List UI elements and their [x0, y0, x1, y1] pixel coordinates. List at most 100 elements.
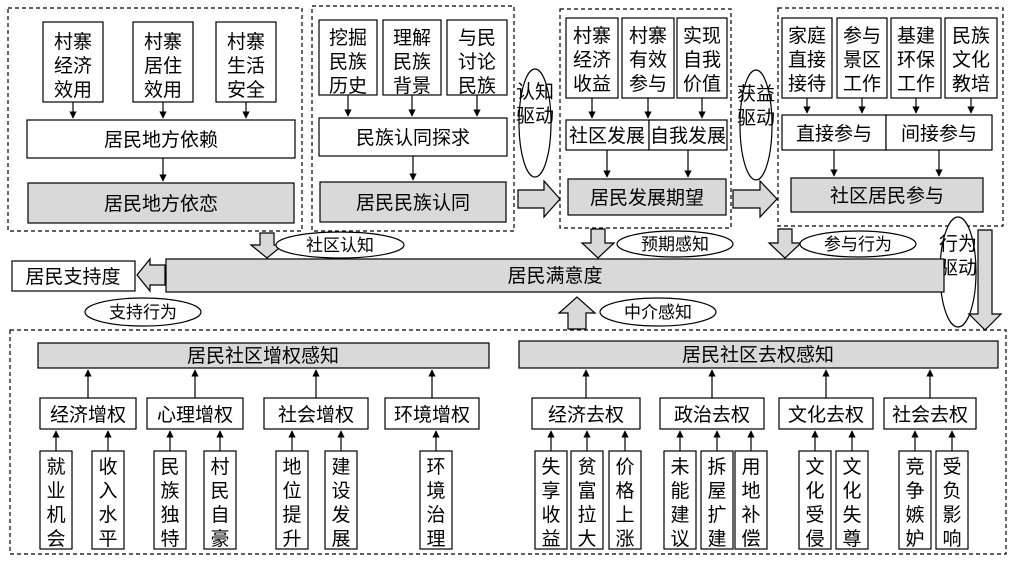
disempowerment-item-text-0-0: 失享收益: [541, 456, 560, 550]
disempowerment-item-box-0-1: [570, 450, 604, 550]
empowerment-item-text-2-1: 建设发展: [331, 456, 350, 550]
arrow-mediating-up: [557, 296, 597, 330]
empowerment-item-text-3-0: 环境治理: [426, 456, 445, 550]
empowerment-item-box-2-0: [275, 450, 309, 550]
mediating-perception-oval: [599, 297, 717, 327]
ethnic-identity-text: 居民民族认同: [356, 192, 470, 214]
cognitive-driver-text: 认知驱动: [516, 81, 554, 127]
empowerment-item-text-1-1: 村民自豪: [210, 456, 229, 550]
place-dependence-text: 居民地方依赖: [104, 129, 218, 151]
discuss-ethnicity-box: [446, 19, 508, 96]
disempowerment-item-box-1-0: [663, 450, 697, 550]
disempowerment-item-box-3-1: [935, 450, 969, 550]
community-participation-text: 社区居民参与: [830, 185, 944, 207]
ethnic-identity-quest-text: 民族认同探求: [356, 127, 470, 149]
development-expectation-text: 居民发展期望: [590, 187, 704, 209]
village-economic-income-box: [565, 17, 619, 99]
participation-behavior-oval: [799, 230, 917, 258]
community-cognition-text: 社区认知: [306, 236, 374, 256]
explore-ethnic-history-text: 挖掘民族历史: [329, 27, 367, 97]
disempowerment-item-box-1-2: [734, 450, 768, 550]
disempowerment-item-text-1-1: 拆屋扩建: [707, 456, 726, 550]
family-direct-reception-box: [781, 17, 833, 99]
indirect-participation-text: 间接参与: [901, 123, 977, 145]
community-cognition-oval: [275, 231, 405, 259]
disempowerment-item-text-2-0: 文化受侵: [805, 456, 824, 550]
discuss-ethnicity-text: 与民讨论民族: [458, 27, 496, 97]
frame-development: [559, 8, 732, 229]
disempowerment-item-box-2-1: [835, 450, 869, 550]
participation-group: 家庭直接接待 参与景区工作 基建环保工作 民族文化教培 直接参与 间接参与 社区…: [781, 17, 998, 213]
support-behavior-oval: [84, 297, 202, 327]
frame-participation: [777, 7, 1004, 227]
community-development-text: 社区发展: [569, 125, 645, 147]
indirect-participation-box: [885, 114, 993, 151]
resident-support-box: [11, 260, 136, 292]
village-economic-income-text: 村寨经济收益: [573, 25, 611, 95]
explore-ethnic-history-box: [318, 19, 378, 96]
arrow-expectation-down: [580, 228, 616, 259]
understand-ethnic-background-text: 理解民族背景: [393, 27, 431, 97]
disempowerment-item-box-3-0: [898, 450, 932, 550]
community-development-box: [565, 119, 650, 151]
village-effective-participation-text: 村寨有效参与: [629, 25, 667, 95]
disempowerment-item-box-0-2: [608, 450, 642, 550]
empowerment-item-text-2-0: 地位提升: [282, 456, 301, 550]
empowerment-item-box-0-1: [91, 450, 125, 550]
empowerment-group-label-3: 环境增权: [394, 404, 470, 426]
disempowerment-group-box-3: [883, 397, 977, 430]
disempowerment-group-label-2: 文化去权: [788, 404, 864, 426]
self-value-text: 实现自我价值: [683, 25, 721, 95]
disempowerment-title-text: 居民社区去权感知: [682, 344, 834, 366]
empowerment-item-text-0-0: 就业机会: [46, 456, 65, 550]
resident-satisfaction-text: 居民满意度: [507, 265, 602, 287]
ethnic-culture-training-text: 民族文化教培: [952, 25, 990, 95]
empowerment-layer: 经济增权就业机会收入水平心理增权民族独特村民自豪社会增权地位提升建设发展环境增权…: [39, 369, 977, 550]
disempowerment-title-box: [518, 340, 999, 369]
disempowerment-group-box-0: [531, 397, 641, 430]
empowerment-group-box-1: [146, 397, 244, 430]
development-expectation-box: [567, 178, 727, 216]
participation-behavior-text: 参与行为: [824, 235, 892, 255]
disempowerment-item-text-0-2: 价格上涨: [615, 456, 634, 550]
empowerment-title-text: 居民社区增权感知: [187, 345, 339, 367]
place-attachment-box: [27, 182, 295, 224]
disempowerment-group-box-1: [659, 397, 765, 430]
empowerment-group-label-1: 心理增权: [157, 404, 233, 426]
ethnic-culture-training-box: [944, 17, 998, 99]
place-attachment-text: 居民地方依恋: [104, 193, 218, 215]
empowerment-title-box: [37, 342, 490, 369]
resident-satisfaction-box: [165, 258, 945, 293]
empowerment-item-text-0-1: 收入水平: [98, 456, 117, 550]
empowerment-group-label-2: 社会增权: [278, 404, 354, 426]
disempowerment-item-box-0-0: [534, 450, 568, 550]
disempowerment-item-text-2-1: 文化失尊: [842, 456, 861, 550]
disempowerment-item-text-0-1: 贫富拉大: [577, 456, 596, 550]
ethnic-identity-quest-box: [318, 117, 508, 157]
resident-support-text: 居民支持度: [25, 266, 120, 288]
self-development-box: [648, 119, 728, 151]
ethnic-identity-box: [319, 181, 507, 223]
frame-ethnic-identity: [311, 5, 515, 232]
behavior-driver-text: 行为驱动: [939, 233, 977, 279]
cognitive-driver-oval: [518, 68, 552, 178]
place-dependence-box: [26, 119, 296, 159]
frame-empowerment: [9, 329, 1007, 555]
disempowerment-group-box-2: [778, 397, 874, 430]
arrow-to-support: [136, 257, 166, 293]
self-development-text: 自我发展: [650, 125, 726, 147]
empowerment-item-box-1-0: [153, 450, 187, 550]
scenic-area-work-text: 参与景区工作: [843, 25, 881, 95]
arrow-behavior-driver: [967, 229, 1003, 331]
disempowerment-item-text-3-0: 竞争嫉妒: [905, 456, 924, 550]
arrow-identity-to-expectation: [517, 179, 561, 219]
disempowerment-group-label-1: 政治去权: [674, 404, 750, 426]
disempowerment-item-box-2-0: [798, 450, 832, 550]
frame-place-attachment: [7, 7, 303, 232]
benefit-driver-oval: [739, 69, 773, 181]
village-economic-utility-box: [42, 21, 104, 103]
infrastructure-environment-work-text: 基建环保工作: [897, 25, 935, 95]
empowerment-item-box-2-1: [324, 450, 358, 550]
ethnic-identity-group: 挖掘民族历史 理解民族背景 与民讨论民族 民族认同探求 居民民族认同: [318, 19, 508, 223]
